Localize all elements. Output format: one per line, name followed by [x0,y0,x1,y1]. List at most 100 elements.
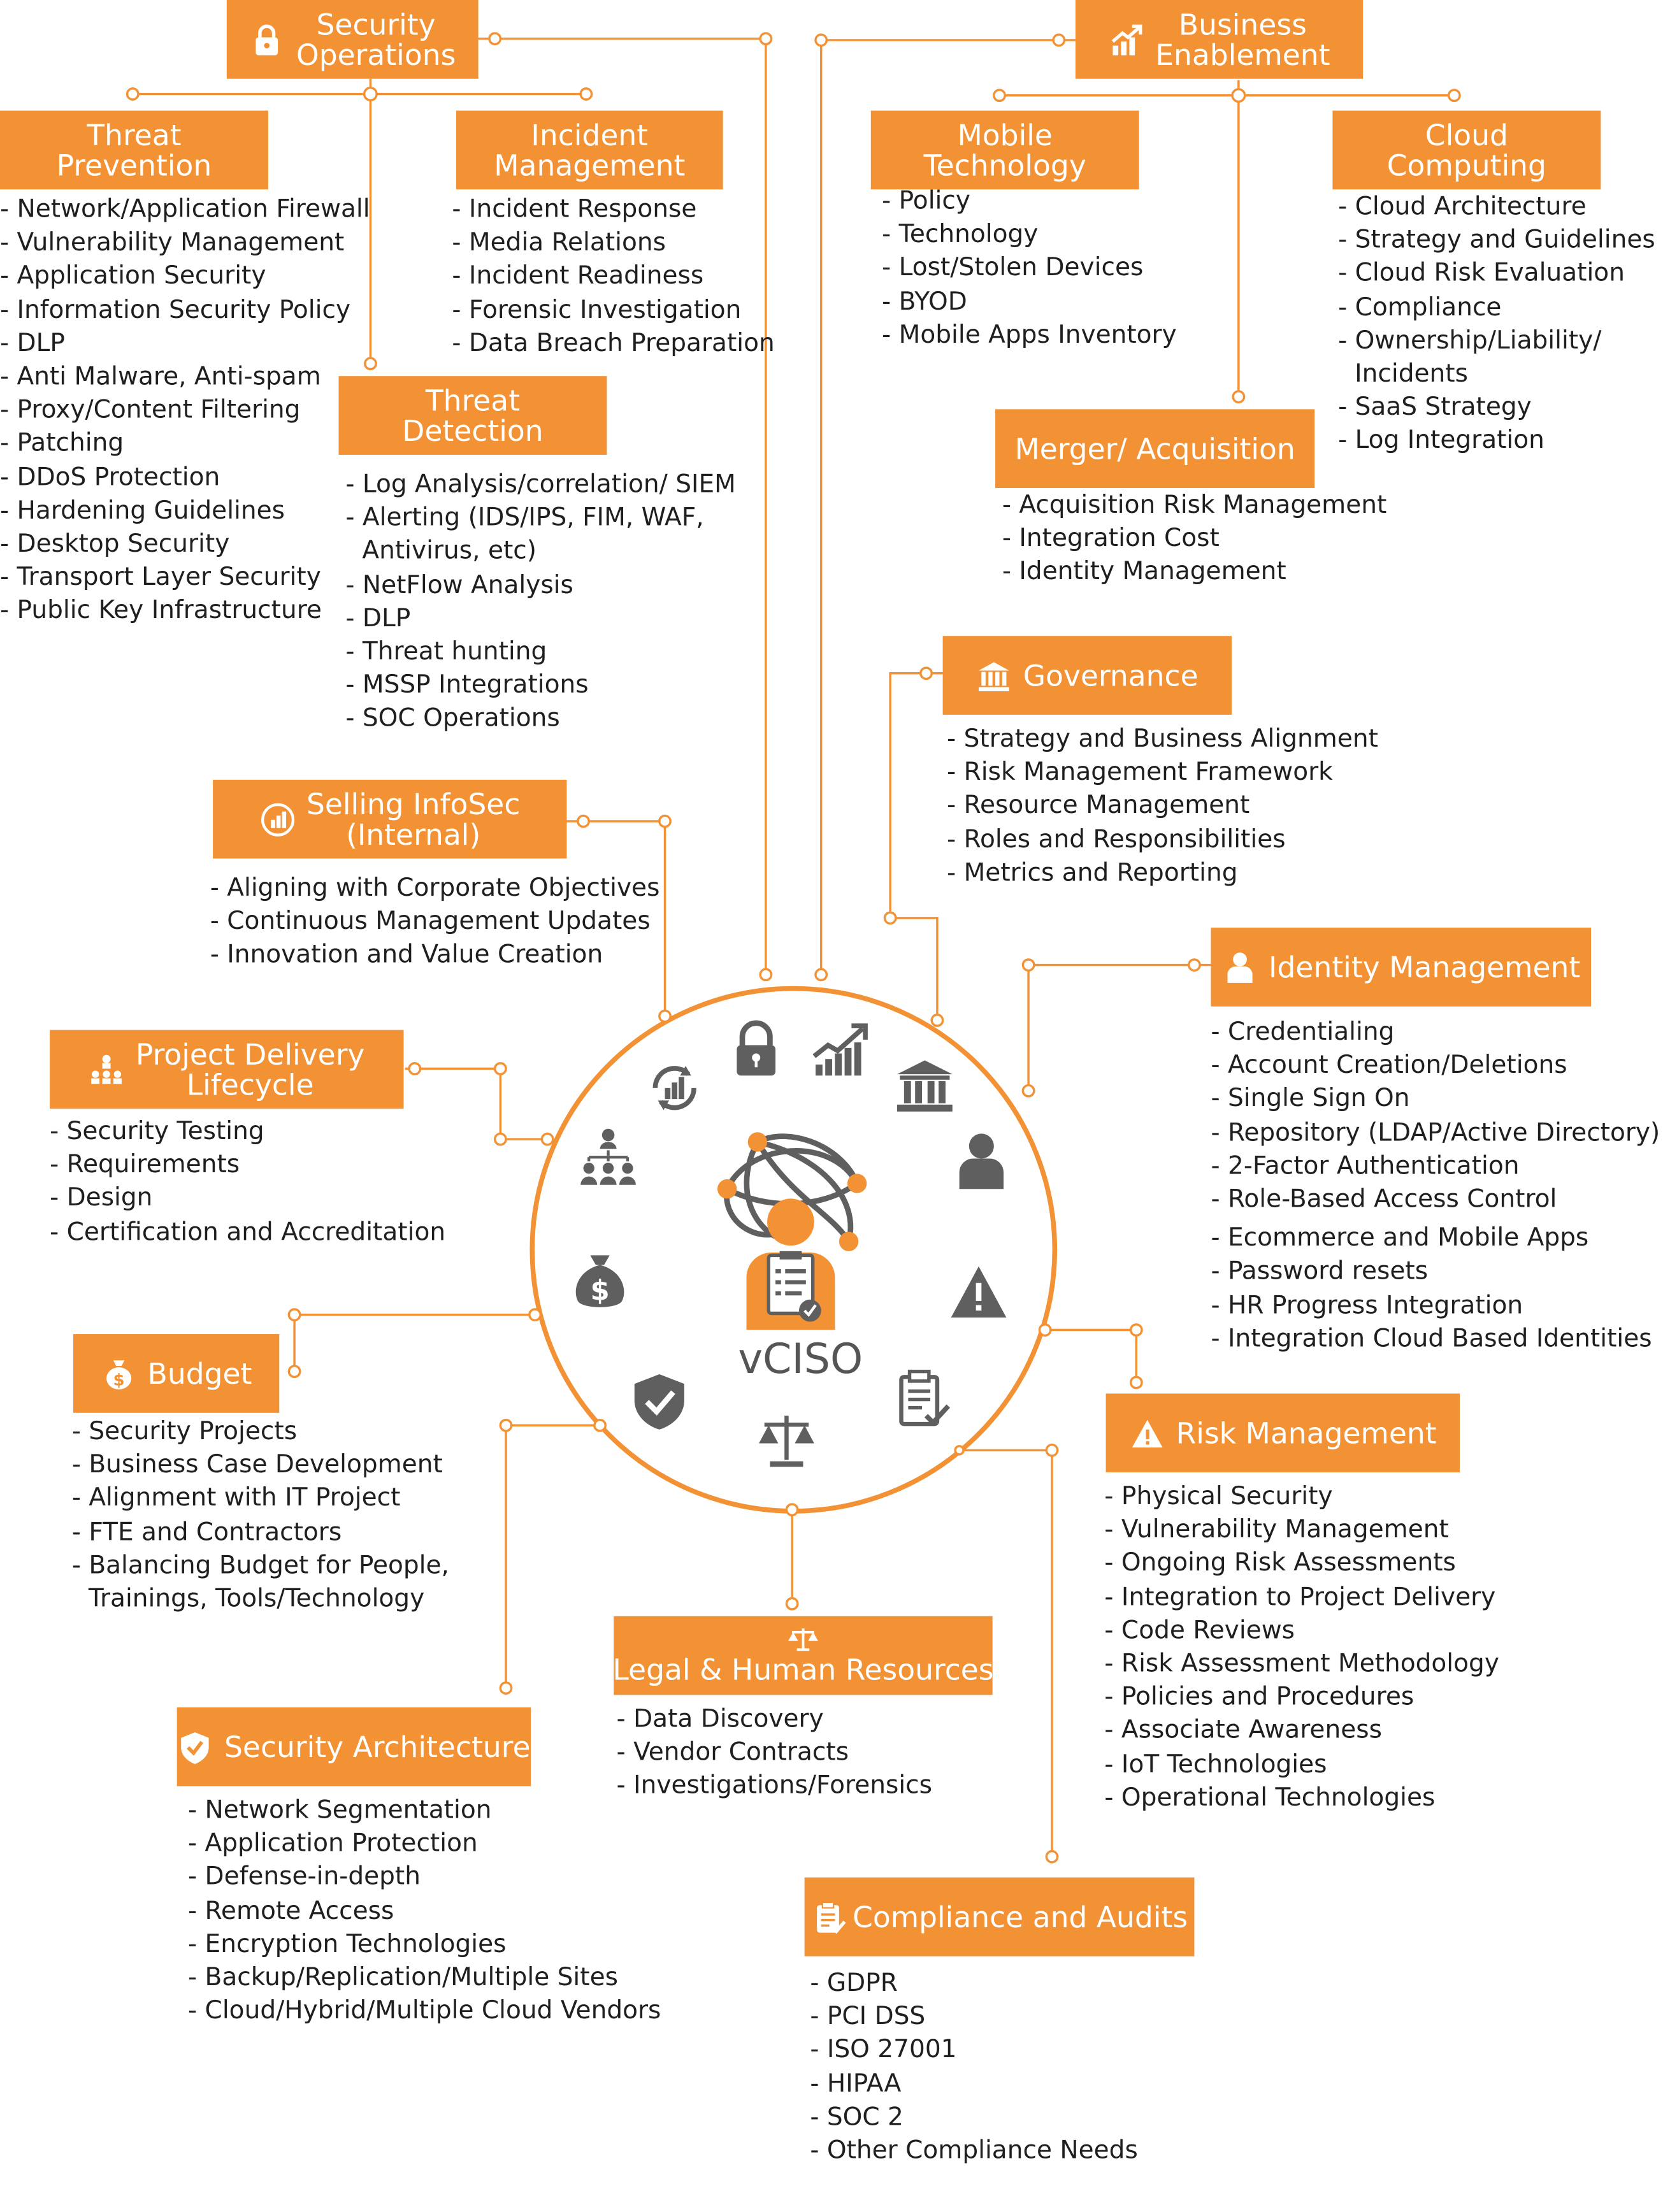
selling-infosec-title-2: (Internal) [346,817,481,851]
cloud-computing-list: - Cloud Architecture - Strategy and Guid… [1338,190,1655,458]
list-item: - HR Progress Integration [1211,1290,1523,1320]
governance-box: Governance [942,636,1232,715]
project-delivery-list: - Security Testing - Requirements - Desi… [50,1116,445,1249]
list-item: - Mobile Apps Inventory [882,320,1177,350]
list-item: Antivirus, etc) [362,536,537,566]
org-chart-icon [578,1127,638,1188]
list-item: - Strategy and Guidelines [1338,226,1655,255]
incident-management-list: - Incident Response - Media Relations - … [452,194,774,361]
list-item: - Hardening Guidelines [0,496,285,526]
list-item: - DDoS Protection [0,463,220,492]
list-item: - Roles and Responsibilities [947,824,1286,854]
legal-hr-box: Legal & Human Resources [612,1616,994,1695]
person-icon [1221,949,1257,985]
list-item: Trainings, Tools/Technology [88,1584,425,1614]
list-item: - Code Reviews [1104,1616,1295,1645]
list-item: - Credentialing [1211,1017,1395,1047]
list-item: - Public Key Infrastructure [0,596,322,626]
list-item: - Business Case Development [71,1450,443,1480]
person-icon [951,1131,1012,1191]
list-item: - Alerting (IDS/IPS, FIM, WAF, [345,503,704,533]
list-item: - SaaS Strategy [1338,392,1532,422]
list-item: - DLP [0,329,65,358]
list-item: - Incident Response [452,194,697,224]
security-architecture-list: - Network Segmentation - Application Pro… [188,1795,661,2029]
list-item: - Identity Management [1002,557,1286,587]
list-item: - Information Security Policy [0,295,351,325]
list-item: - BYOD [882,287,967,317]
selling-infosec-box: Selling InfoSec(Internal) [213,779,567,859]
threat-detection-list: - Log Analysis/correlation/ SIEM - Alert… [345,469,736,736]
growth-chart-icon [810,1020,870,1081]
security-operations-title-1: Security [316,7,436,41]
list-item: - GDPR [810,1969,898,1998]
list-item: - Innovation and Value Creation [210,940,603,970]
selling-infosec-title-1: Selling InfoSec [306,787,521,821]
list-item: - Lost/Stolen Devices [882,253,1144,283]
list-item: - Cloud/Hybrid/Multiple Cloud Vendors [188,1996,661,2026]
list-item: - Network Segmentation [188,1795,492,1825]
mobile-technology-list: - Policy - Technology - Lost/Stolen Devi… [882,185,1177,353]
list-item: - Integration to Project Delivery [1104,1582,1496,1612]
incident-management-title-2: Management [494,148,686,182]
list-item: - SOC 2 [810,2102,903,2132]
merger-acquisition-list: - Acquisition Risk Management - Integrat… [1002,489,1386,590]
warning-icon [1129,1415,1165,1451]
business-enablement-title-1: Business [1178,7,1307,41]
legal-hr-list: - Data Discovery - Vendor Contracts - In… [617,1703,932,1804]
list-item: - Log Integration [1338,426,1544,456]
list-item: - DLP [345,603,411,633]
list-item: - PCI DSS [810,2002,926,2032]
threat-detection-title-2: Detection [402,413,544,447]
list-item: - Media Relations [452,228,666,258]
list-item: - Network/Application Firewall [0,194,370,224]
list-item: - Risk Assessment Methodology [1104,1649,1499,1679]
center-label: vCISO [738,1335,863,1384]
list-item: - NetFlow Analysis [345,570,573,600]
compliance-audits-box: Compliance and Audits [804,1877,1195,1957]
mobile-technology-title-1: Mobile [957,118,1053,152]
list-item: - Data Breach Preparation [452,329,775,358]
network-person-icon [708,1128,874,1330]
list-item: - Data Discovery [616,1704,824,1734]
list-item: - Policy [882,186,970,216]
list-item: - Transport Layer Security [0,563,321,592]
clipboard-icon [893,1368,953,1429]
list-item: - Vulnerability Management [1104,1515,1449,1545]
budget-title: Budget [147,1356,252,1390]
shield-check-icon [177,1729,213,1765]
list-item: - Risk Management Framework [947,758,1333,787]
list-item: - 2-Factor Authentication [1211,1151,1520,1181]
refresh-chart-icon [644,1058,705,1118]
list-item: - Patching [0,429,124,459]
lock-icon [249,22,285,57]
list-item: - FTE and Contractors [71,1517,342,1547]
business-enablement-title-2: Enablement [1155,38,1330,71]
merger-acquisition-box: Merger/ Acquisition [995,409,1315,489]
identity-management-box: Identity Management [1211,928,1592,1007]
list-item: - Role-Based Access Control [1211,1184,1557,1214]
cloud-computing-title-1: Cloud [1425,118,1508,152]
security-operations-title-2: Operations [296,38,456,71]
list-item: - Operational Technologies [1104,1783,1436,1813]
list-item: - Proxy/Content Filtering [0,396,301,425]
risk-management-box: Risk Management [1105,1393,1460,1473]
list-item: - IoT Technologies [1104,1749,1327,1779]
list-item: - Ongoing Risk Assessments [1104,1549,1456,1578]
identity-management-title: Identity Management [1269,950,1581,984]
identity-management-list: - Credentialing - Account Creation/Delet… [1211,1016,1660,1356]
list-item: - Application Security [0,262,266,291]
list-item: - Incident Readiness [452,262,704,291]
list-item: - Physical Security [1104,1482,1333,1511]
list-item: - Security Projects [71,1417,298,1446]
list-item: - HIPAA [810,2069,902,2099]
project-delivery-title-1: Project Delivery [135,1037,365,1071]
svg-text:$: $ [590,1275,609,1307]
cloud-computing-title-2: Computing [1386,148,1546,182]
list-item: - ISO 27001 [810,2036,957,2065]
threat-prevention-title-1: Threat [87,118,182,152]
list-item: - Vendor Contracts [616,1738,849,1767]
legal-hr-title: Legal & Human Resources [612,1653,994,1686]
list-item: - Anti Malware, Anti-spam [0,362,321,392]
